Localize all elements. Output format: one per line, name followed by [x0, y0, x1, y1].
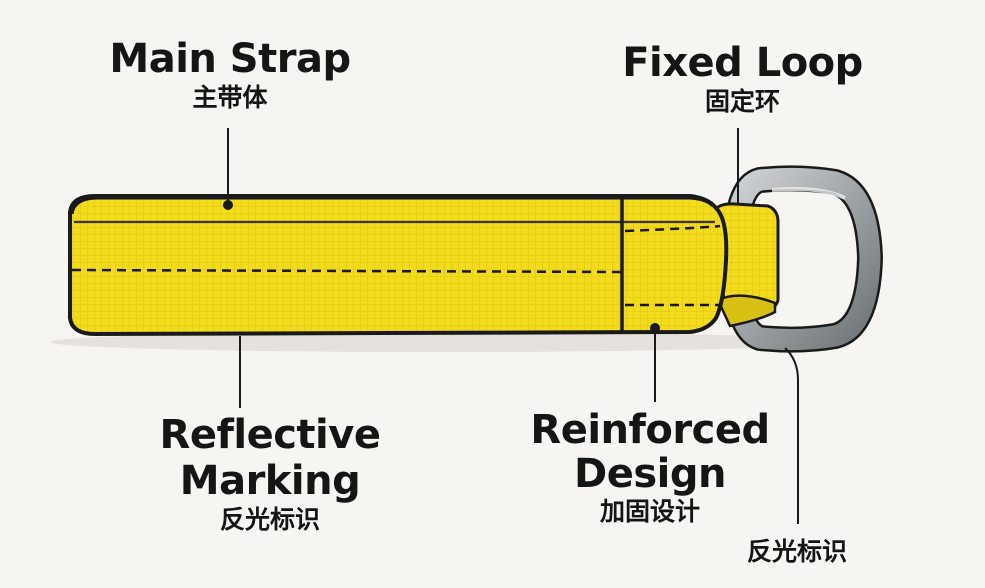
main-strap-label: Main Strap 主带体: [90, 36, 370, 114]
leader-lines: [223, 128, 799, 524]
main-strap: [68, 194, 729, 337]
reflective-marking-label: Reflective Marking 反光标识: [70, 412, 470, 536]
reinforced-design-title-line1: Reinforced: [530, 407, 770, 453]
fixed-loop-subtitle: 固定环: [704, 87, 780, 116]
reinforced-design-subtitle: 加固设计: [599, 497, 700, 526]
loop-tab: [713, 202, 780, 328]
reinforced-design-title-line2: Design: [574, 451, 726, 497]
ring-reflective-marking-subtitle: 反光标识: [746, 537, 847, 566]
strap-shadow: [50, 332, 830, 352]
reinforced-design-label: Reinforced Design 加固设计: [520, 408, 780, 528]
fixed-loop-title: Fixed Loop: [622, 40, 863, 86]
main-strap-title: Main Strap: [109, 36, 351, 82]
ring-reflective-marking-label: 反光标识: [722, 536, 872, 568]
fixed-loop-label: Fixed Loop 固定环: [605, 40, 880, 118]
main-strap-subtitle: 主带体: [192, 83, 268, 112]
reflective-marking-subtitle: 反光标识: [219, 505, 320, 534]
reflective-marking-title: Reflective Marking: [159, 412, 381, 504]
